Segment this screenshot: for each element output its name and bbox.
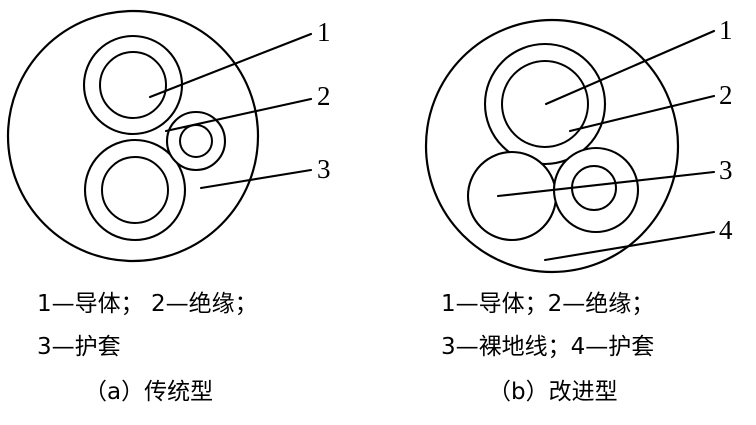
- sheath-outer-circle-a: [6, 9, 260, 263]
- panel-caption-a: （a）传统型: [84, 379, 214, 405]
- bare-ground-wire-circle-b: [468, 152, 556, 240]
- ref-number-4-b: 4: [719, 215, 733, 245]
- small-conductor-circle-a: [180, 125, 212, 157]
- legend-line-2-a: 3—护套: [37, 334, 121, 360]
- leader-line-1-b: [544, 29, 716, 106]
- legend-line-2-b: 3—裸地线；4—护套: [441, 334, 655, 360]
- ref-number-1-b: 1: [719, 15, 733, 45]
- panel-traditional-type: 1 2 3 1—导体； 2—绝缘； 3—护套 （a）传统型: [6, 9, 331, 405]
- ref-number-2-b: 2: [719, 80, 733, 110]
- panel-caption-b: （b）改进型: [488, 379, 618, 405]
- legend-line-1-a: 1—导体； 2—绝缘；: [37, 291, 258, 317]
- leader-line-3-a: [199, 168, 313, 190]
- leader-line-2-b: [568, 94, 716, 133]
- ref-number-2-a: 2: [317, 81, 331, 111]
- leader-line-1-a: [148, 32, 313, 99]
- cable-cross-section-a: [6, 9, 313, 263]
- panel-improved-type: 1 2 3 4 1—导体；2—绝缘； 3—裸地线；4—护套 （b）改进型: [378, 0, 756, 425]
- ref-number-1-a: 1: [317, 17, 331, 47]
- ref-number-3-a: 3: [317, 154, 331, 184]
- lower-conductor-circle-a: [102, 157, 168, 223]
- cable-cross-section-b: [424, 18, 716, 274]
- leader-line-3-b: [496, 170, 716, 198]
- leader-line-4-b: [543, 230, 716, 262]
- upper-conductor-circle-a: [100, 52, 166, 118]
- leader-line-2-a: [164, 97, 313, 133]
- ref-number-3-b: 3: [719, 155, 733, 185]
- legend-line-1-b: 1—导体；2—绝缘；: [441, 291, 655, 317]
